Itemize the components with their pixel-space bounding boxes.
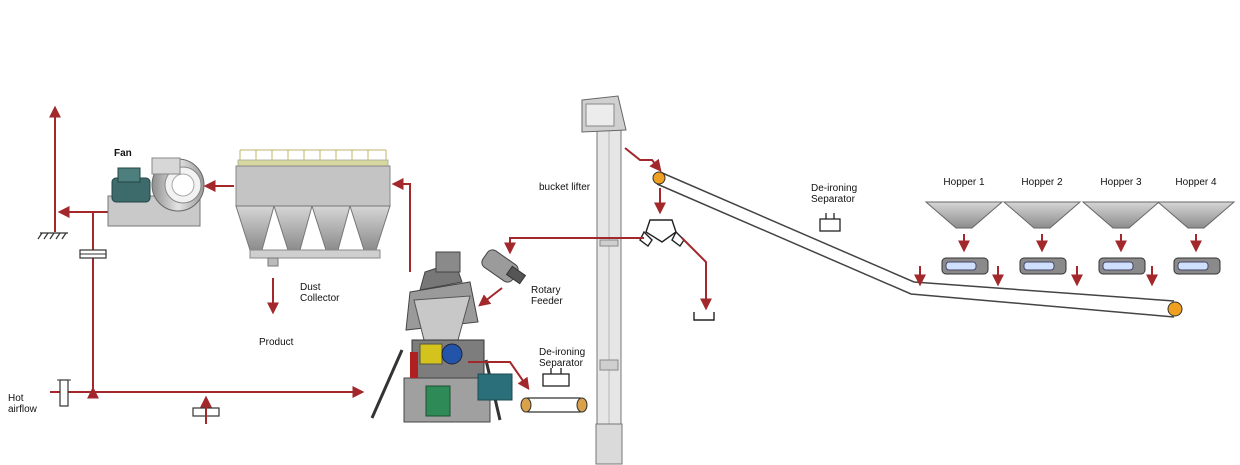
hot-air-damper: [57, 379, 71, 407]
hopper-label: Hopper 3: [1100, 177, 1142, 188]
hopper-bin: [1156, 201, 1236, 229]
feeder-to-mill-arrow: [478, 287, 503, 307]
mill-to-collector-duct: [391, 178, 411, 272]
fan-label: Fan: [114, 148, 132, 159]
ground-symbol: [37, 232, 68, 240]
hopper-bin: [924, 201, 1004, 229]
hopper-label: Hopper 2: [1021, 177, 1063, 188]
fan-unit: [107, 157, 205, 227]
three-way-distributor: [639, 219, 685, 248]
hopper-label: Hopper 4: [1175, 177, 1217, 188]
feed-belt-conveyor: [520, 397, 588, 413]
hopper-1: Hopper 1: [914, 177, 1004, 287]
bucket-lifter-unit: [581, 95, 627, 465]
feeder-drum: [945, 261, 977, 271]
hopper-bin: [1002, 201, 1082, 229]
lifter-to-conveyor-arrow: [624, 147, 662, 172]
deironing-separator-conveyor-icon: [819, 213, 841, 232]
inclined-belt-conveyor: [652, 171, 1183, 318]
dust-collector-unit: [235, 149, 391, 267]
hopper-4: Hopper 4: [1146, 177, 1236, 287]
hopper-label: Hopper 1: [943, 177, 985, 188]
mill-to-belt-arrow: [468, 361, 530, 390]
hopper-group: Hopper 1 Hopper 2 Hopper 3 Hopper 4: [914, 177, 1236, 287]
rotary-feeder-unit: [481, 249, 527, 285]
product-label: Product: [259, 337, 294, 348]
fan-outlet-duct: [57, 206, 140, 392]
recirculation-valve: [79, 249, 107, 259]
distributor-to-bin-line: [681, 237, 712, 311]
vertical-roller-mill: [370, 251, 513, 423]
hopper-3: Hopper 3: [1071, 177, 1161, 287]
discharge-bin: [693, 312, 715, 321]
distributor-to-mill-line: [504, 237, 644, 255]
feeder-drum: [1102, 261, 1134, 271]
deironing-separator-mill-icon: [542, 368, 570, 387]
hopper-bin: [1081, 201, 1161, 229]
bucket-lifter-label: bucket lifter: [539, 182, 591, 193]
hopper-2: Hopper 2: [992, 177, 1082, 287]
feeder-drum: [1177, 261, 1209, 271]
cold-air-valve: [192, 395, 220, 424]
feeder-drum: [1023, 261, 1055, 271]
hot-airflow-line: [50, 386, 365, 399]
